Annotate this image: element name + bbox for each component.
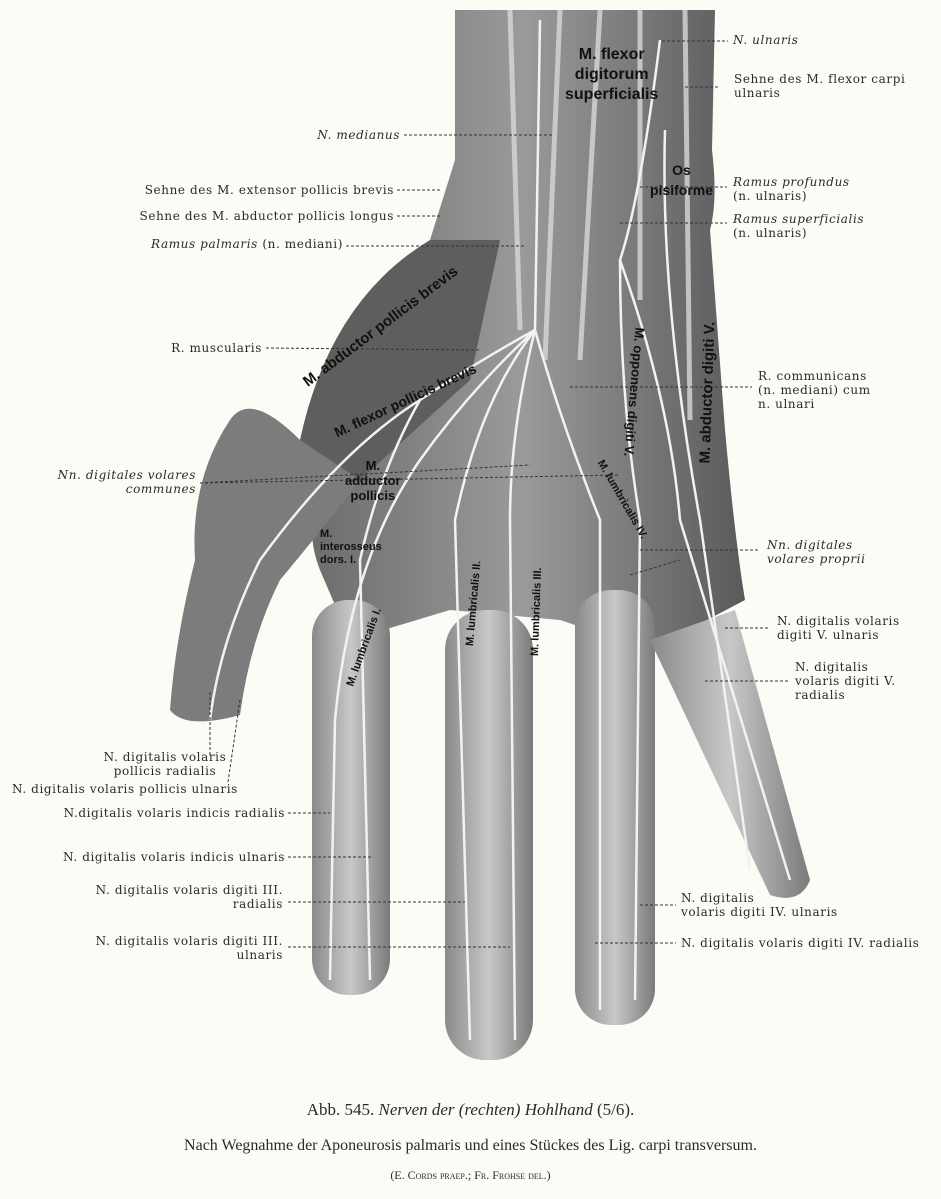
label-digiti3-radialis: N. digitalis volaris digiti III. radiali…	[96, 883, 283, 911]
muscle-label-adductor-pollicis: M. adductor pollicis	[345, 458, 401, 503]
label-digiti4-ulnaris: N. digitalis volaris digiti IV. ulnaris	[681, 891, 838, 919]
muscle-label-line: dors. I.	[320, 554, 357, 566]
little-finger	[650, 610, 810, 898]
label-line: (n. ulnaris)	[733, 189, 808, 203]
label-line: digiti V. ulnaris	[777, 628, 880, 642]
label-line: communes	[125, 482, 196, 496]
label-line: N. digitalis	[795, 660, 869, 674]
label-pollicis-ulnaris: N. digitalis volaris pollicis ulnaris	[12, 782, 238, 796]
muscle-label-line: interosseus	[320, 541, 382, 553]
label-r-muscularis: R. muscularis	[171, 341, 262, 355]
palm	[300, 10, 745, 650]
label-line: ulnaris	[734, 86, 781, 100]
thumb	[170, 408, 360, 722]
figure-title: Nerven der (rechten) Hohlhand	[378, 1100, 593, 1119]
tendons	[507, 9, 693, 421]
label-line: volares proprii	[767, 552, 866, 566]
label-digiti4-radialis: N. digitalis volaris digiti IV. radialis	[681, 936, 920, 950]
index-finger	[312, 600, 390, 995]
label-line: Nn. digitales	[767, 538, 853, 552]
muscle-label-interosseus: M. interosseus dors. I.	[320, 528, 382, 567]
muscle-label-line: adductor	[345, 473, 401, 488]
ring-finger	[575, 590, 655, 1025]
muscle-label-line: M.	[320, 528, 333, 540]
label-pollicis-radialis: N. digitalis volaris pollicis radialis	[80, 750, 250, 778]
label-line: (n. mediani) cum	[758, 383, 871, 397]
label-line: (n. ulnaris)	[733, 226, 808, 240]
label-line: Sehne des M. flexor carpi	[734, 72, 906, 86]
label-sehne-extensor-pollicis-brevis: Sehne des M. extensor pollicis brevis	[144, 183, 394, 197]
label-line: Nn. digitales volares	[57, 468, 196, 482]
muscle-label-line: M. flexor	[578, 46, 645, 63]
muscle-label-line: superficialis	[565, 86, 659, 103]
label-ramus-superficialis: Ramus superficialis (n. ulnaris)	[733, 212, 864, 240]
muscle-label-line: Os	[672, 162, 691, 178]
label-sehne-abductor-pollicis-longus: Sehne des M. abductor pollicis longus	[139, 209, 394, 223]
figure-scale: (5/6).	[596, 1100, 635, 1119]
label-line: Ramus profundus	[733, 175, 850, 189]
label-line: pollicis radialis	[113, 764, 217, 778]
label-digiti3-ulnaris: N. digitalis volaris digiti III. ulnaris	[96, 934, 283, 962]
label-text: Ramus palmaris	[151, 237, 258, 251]
label-line: radialis	[795, 688, 846, 702]
leader-lines	[199, 40, 790, 948]
muscle-label-line: pisiforme	[650, 182, 714, 198]
label-line: N. digitalis volaris	[103, 750, 227, 764]
muscle-label-os-pisiforme: Os pisiforme	[650, 160, 713, 200]
figure-caption-description: Nach Wegnahme der Aponeurosis palmaris u…	[184, 1137, 757, 1154]
label-line: R. communicans	[758, 369, 867, 383]
credit-preparer: (E. Cords praep.;	[390, 1168, 475, 1182]
label-line: N. digitalis	[681, 891, 755, 905]
label-line: volaris digiti V.	[795, 674, 896, 688]
label-line: N. digitalis volaris	[777, 614, 900, 628]
label-digiti5-ulnaris: N. digitalis volaris digiti V. ulnaris	[777, 614, 900, 642]
figure-caption-title: Abb. 545. Nerven der (rechten) Hohlhand …	[0, 1100, 941, 1120]
nerves	[208, 19, 792, 1041]
label-ramus-palmaris: Ramus palmaris (n. mediani)	[151, 237, 343, 251]
label-nn-digitales-volares-proprii: Nn. digitales volares proprii	[767, 538, 866, 566]
muscle-label-line: digitorum	[574, 66, 649, 83]
muscle-label-flexor-digitorum: M. flexor digitorum superficialis	[565, 45, 658, 105]
label-sehne-flexor-carpi-ulnaris: Sehne des M. flexor carpi ulnaris	[734, 72, 905, 100]
thenar-muscles	[300, 240, 500, 480]
middle-finger	[445, 610, 533, 1060]
label-indicis-ulnaris: N. digitalis volaris indicis ulnaris	[63, 850, 285, 864]
label-n-ulnaris: N. ulnaris	[733, 33, 799, 47]
label-r-communicans: R. communicans (n. mediani) cum n. ulnar…	[758, 369, 871, 411]
label-ramus-profundus: Ramus profundus (n. ulnaris)	[733, 175, 850, 203]
credit-artist: Fr. Frohse del.)	[474, 1168, 551, 1182]
label-line: N. digitalis volaris digiti III.	[95, 934, 283, 948]
label-line: n. ulnari	[758, 397, 815, 411]
label-line: volaris digiti IV. ulnaris	[681, 905, 838, 919]
label-nn-digitales-volares-communes: Nn. digitales volares communes	[58, 468, 196, 496]
label-line: radialis	[232, 897, 283, 911]
figure-number: Abb. 545.	[306, 1100, 375, 1119]
figure-caption-credit: (E. Cords praep.; Fr. Frohse del.)	[0, 1168, 941, 1183]
muscle-label-line: M.	[365, 458, 381, 473]
label-indicis-radialis: N.digitalis volaris indicis radialis	[63, 806, 285, 820]
label-line: ulnaris	[236, 948, 283, 962]
label-line: N. digitalis volaris digiti III.	[95, 883, 283, 897]
label-line: Ramus superficialis	[733, 212, 865, 226]
label-digiti5-radialis: N. digitalis volaris digiti V. radialis	[795, 660, 896, 702]
muscle-label-line: pollicis	[350, 488, 396, 503]
label-n-medianus: N. medianus	[317, 128, 400, 142]
label-text: (n. mediani)	[262, 237, 343, 251]
